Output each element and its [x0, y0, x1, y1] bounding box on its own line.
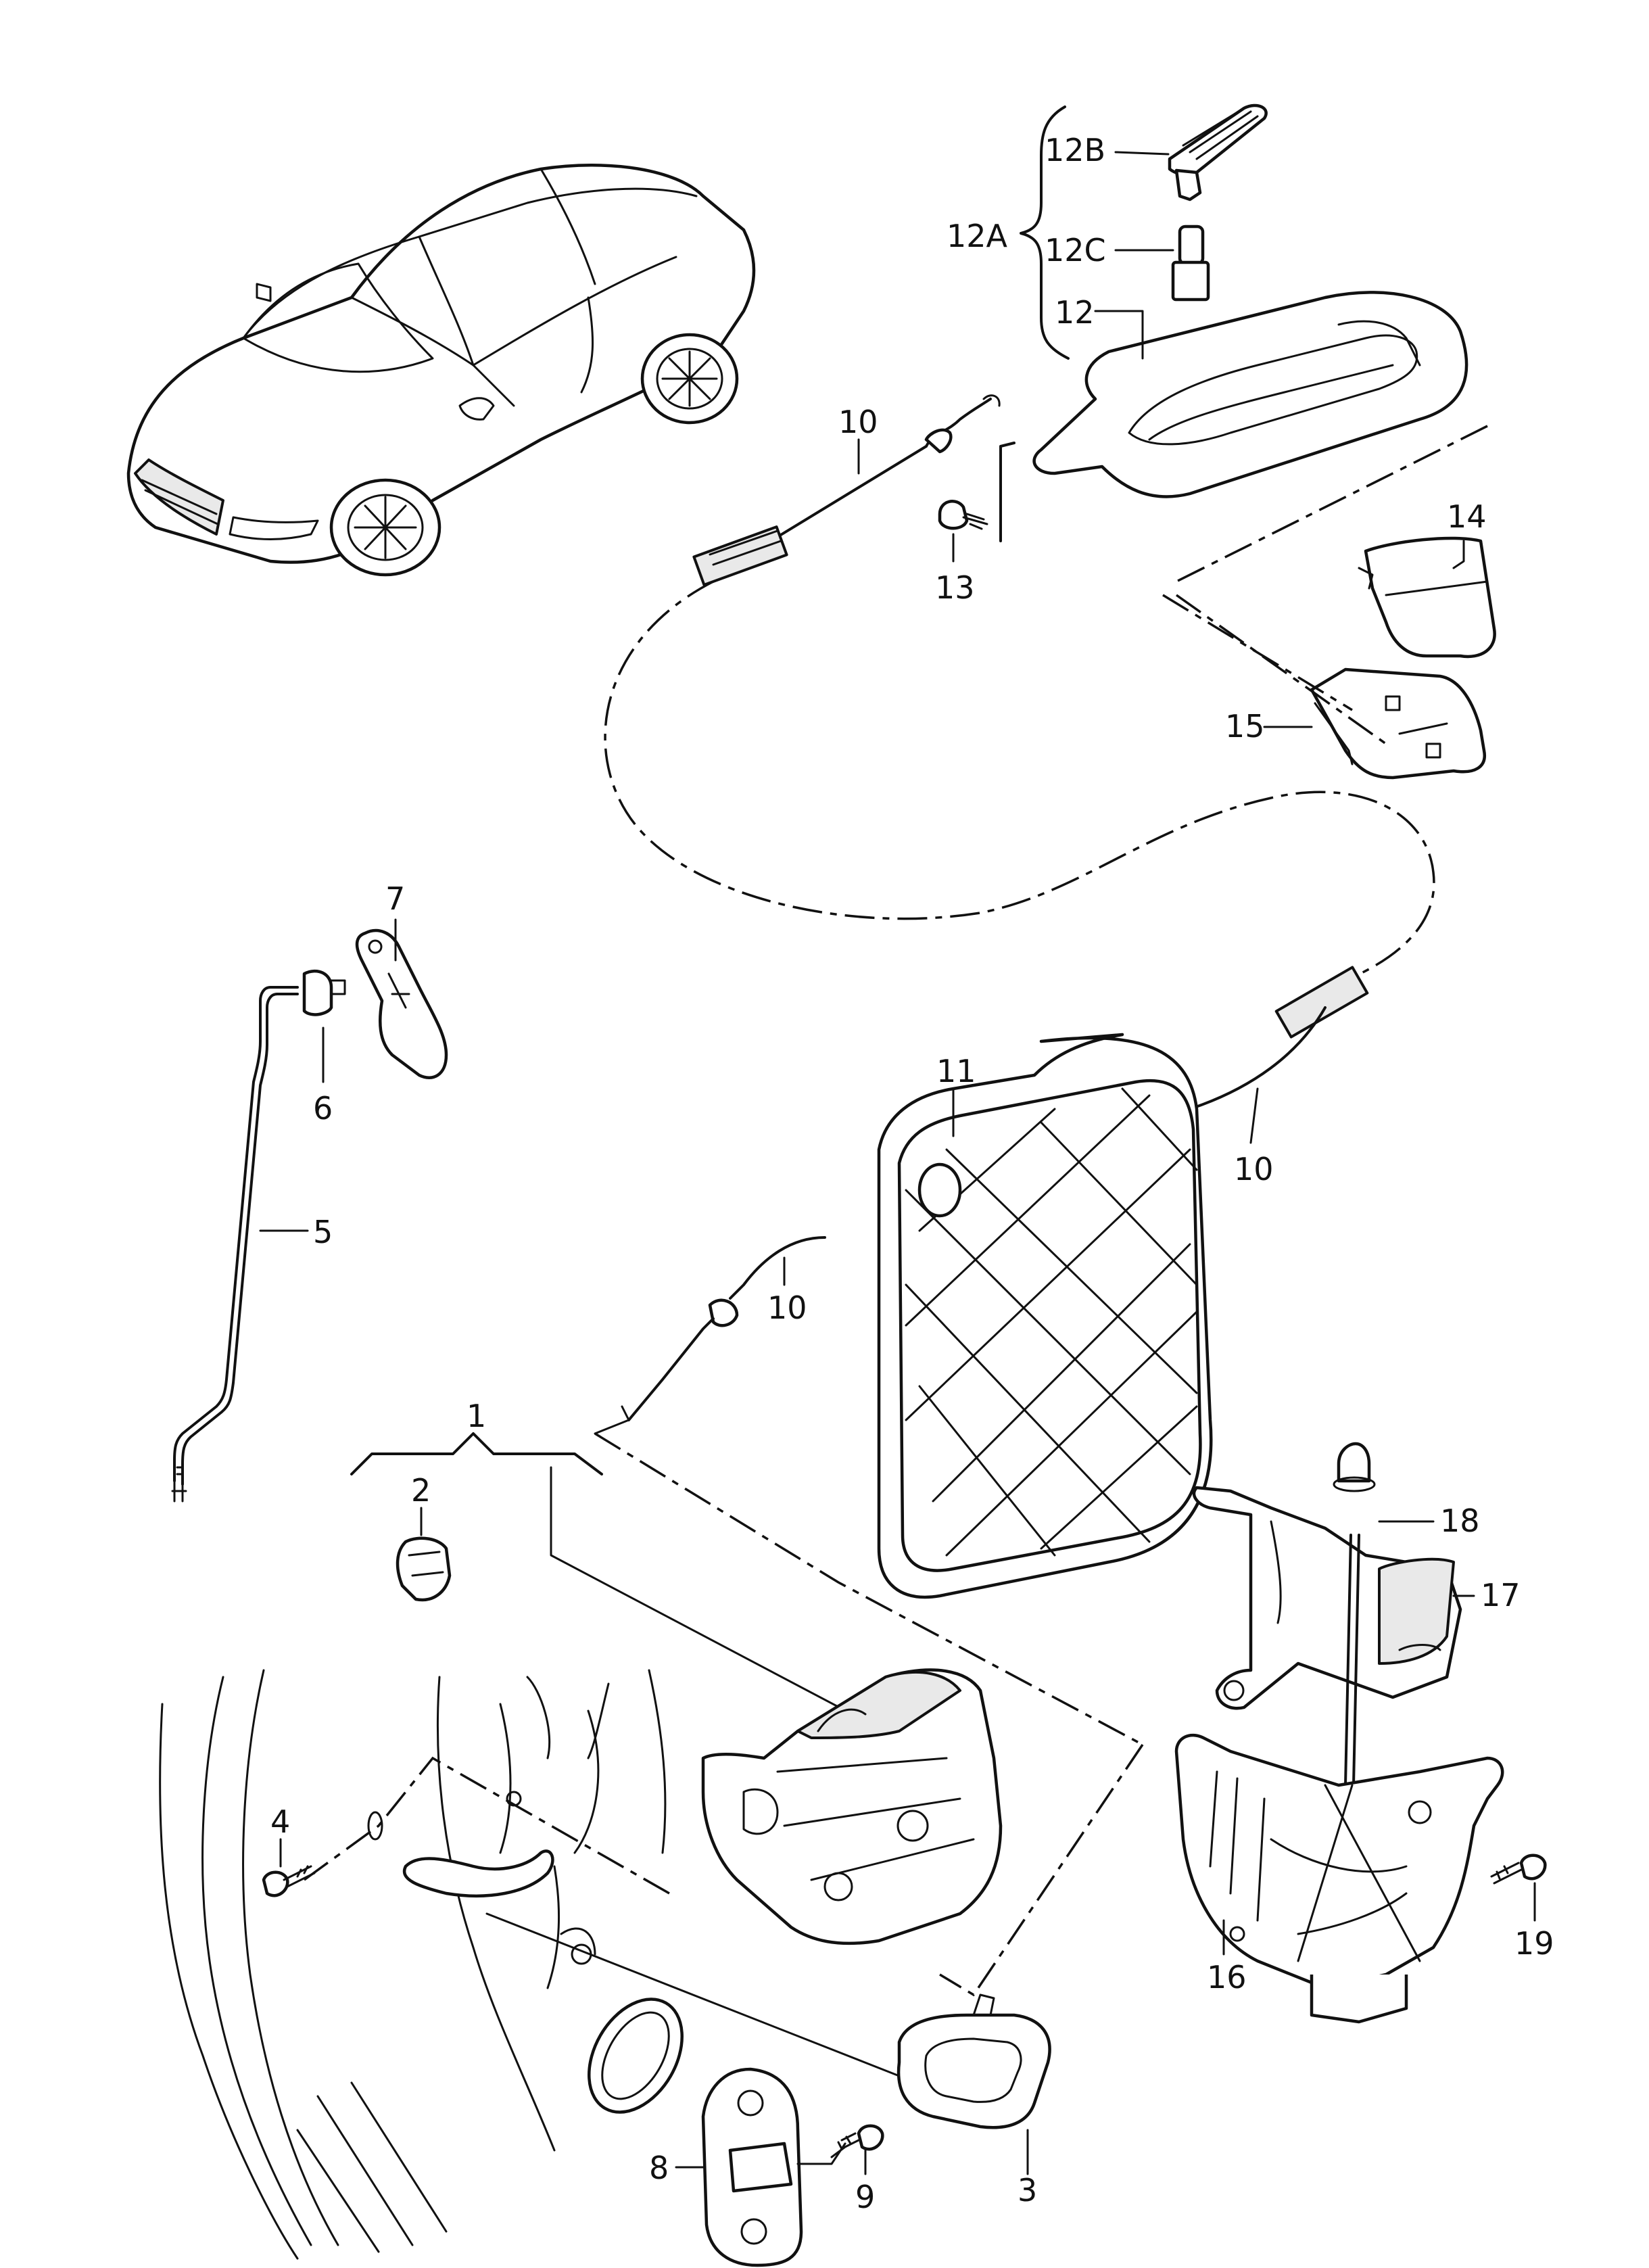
door-panel-11	[877, 1033, 1213, 1599]
callout-10a: 10	[838, 404, 878, 440]
callout-6: 6	[313, 1090, 333, 1127]
callout-1: 1	[467, 1398, 486, 1434]
rod-18	[1333, 1442, 1376, 1787]
callout-7: 7	[385, 880, 405, 917]
bracket-1	[350, 1432, 603, 1475]
leader-bracket-15	[1162, 594, 1353, 711]
callout-11: 11	[936, 1053, 976, 1089]
callout-12C: 12C	[1045, 232, 1106, 268]
callout-10c: 10	[767, 1290, 807, 1326]
leader-lock-box	[939, 1744, 1144, 1997]
car-illustration	[126, 164, 756, 577]
callout-leaders	[259, 151, 1536, 2175]
callout-5: 5	[313, 1214, 333, 1250]
callout-14: 14	[1447, 498, 1487, 535]
trim-cover-14	[1358, 536, 1496, 659]
screw-19	[1490, 1853, 1547, 1885]
callout-10b: 10	[1234, 1151, 1274, 1187]
housing-16	[1174, 1733, 1504, 2024]
door-lock	[701, 1668, 1003, 1945]
striker-plate-8	[701, 2067, 846, 2267]
cable-10-upper	[692, 394, 1001, 586]
callout-15: 15	[1225, 708, 1265, 745]
callout-16: 16	[1207, 1959, 1247, 1995]
callout-18: 18	[1440, 1503, 1480, 1539]
part-2	[396, 1536, 452, 1602]
callout-8: 8	[649, 2150, 669, 2186]
leader-cable-lock	[594, 1432, 1143, 1746]
callout-12B: 12B	[1045, 132, 1105, 168]
callout-17: 17	[1481, 1577, 1521, 1613]
callout-19: 19	[1514, 1925, 1554, 1962]
screw-4	[262, 1811, 383, 1897]
screw-13	[938, 500, 988, 530]
door-body-outline	[159, 1669, 684, 2260]
cable-route-path	[604, 580, 1435, 982]
bracket-7	[355, 928, 448, 1079]
lock-switch-15	[1310, 667, 1487, 780]
callout-12A: 12A	[947, 218, 1008, 254]
callout-3: 3	[1018, 2172, 1037, 2208]
leader-14-15	[1175, 594, 1387, 745]
bracket-17	[1192, 1486, 1462, 1710]
striker-trim-3	[897, 1993, 1051, 2129]
rod-5	[171, 986, 299, 1503]
screw-9	[830, 2124, 884, 2158]
leader-lock-3	[485, 1912, 901, 2077]
callout-4: 4	[270, 1803, 290, 1840]
leader-1-lock	[550, 1466, 860, 1719]
bracket-13	[999, 442, 1015, 542]
callout-labels: 12B 12A 12C 12 10 13 14 15 7 6 5 11 10 1…	[270, 132, 1554, 2215]
clip-6	[302, 969, 346, 1016]
callout-12: 12	[1055, 294, 1095, 331]
callout-13: 13	[935, 569, 975, 606]
callout-2: 2	[411, 1472, 431, 1509]
callout-9: 9	[855, 2179, 875, 2215]
leader-12-14	[1176, 425, 1488, 583]
